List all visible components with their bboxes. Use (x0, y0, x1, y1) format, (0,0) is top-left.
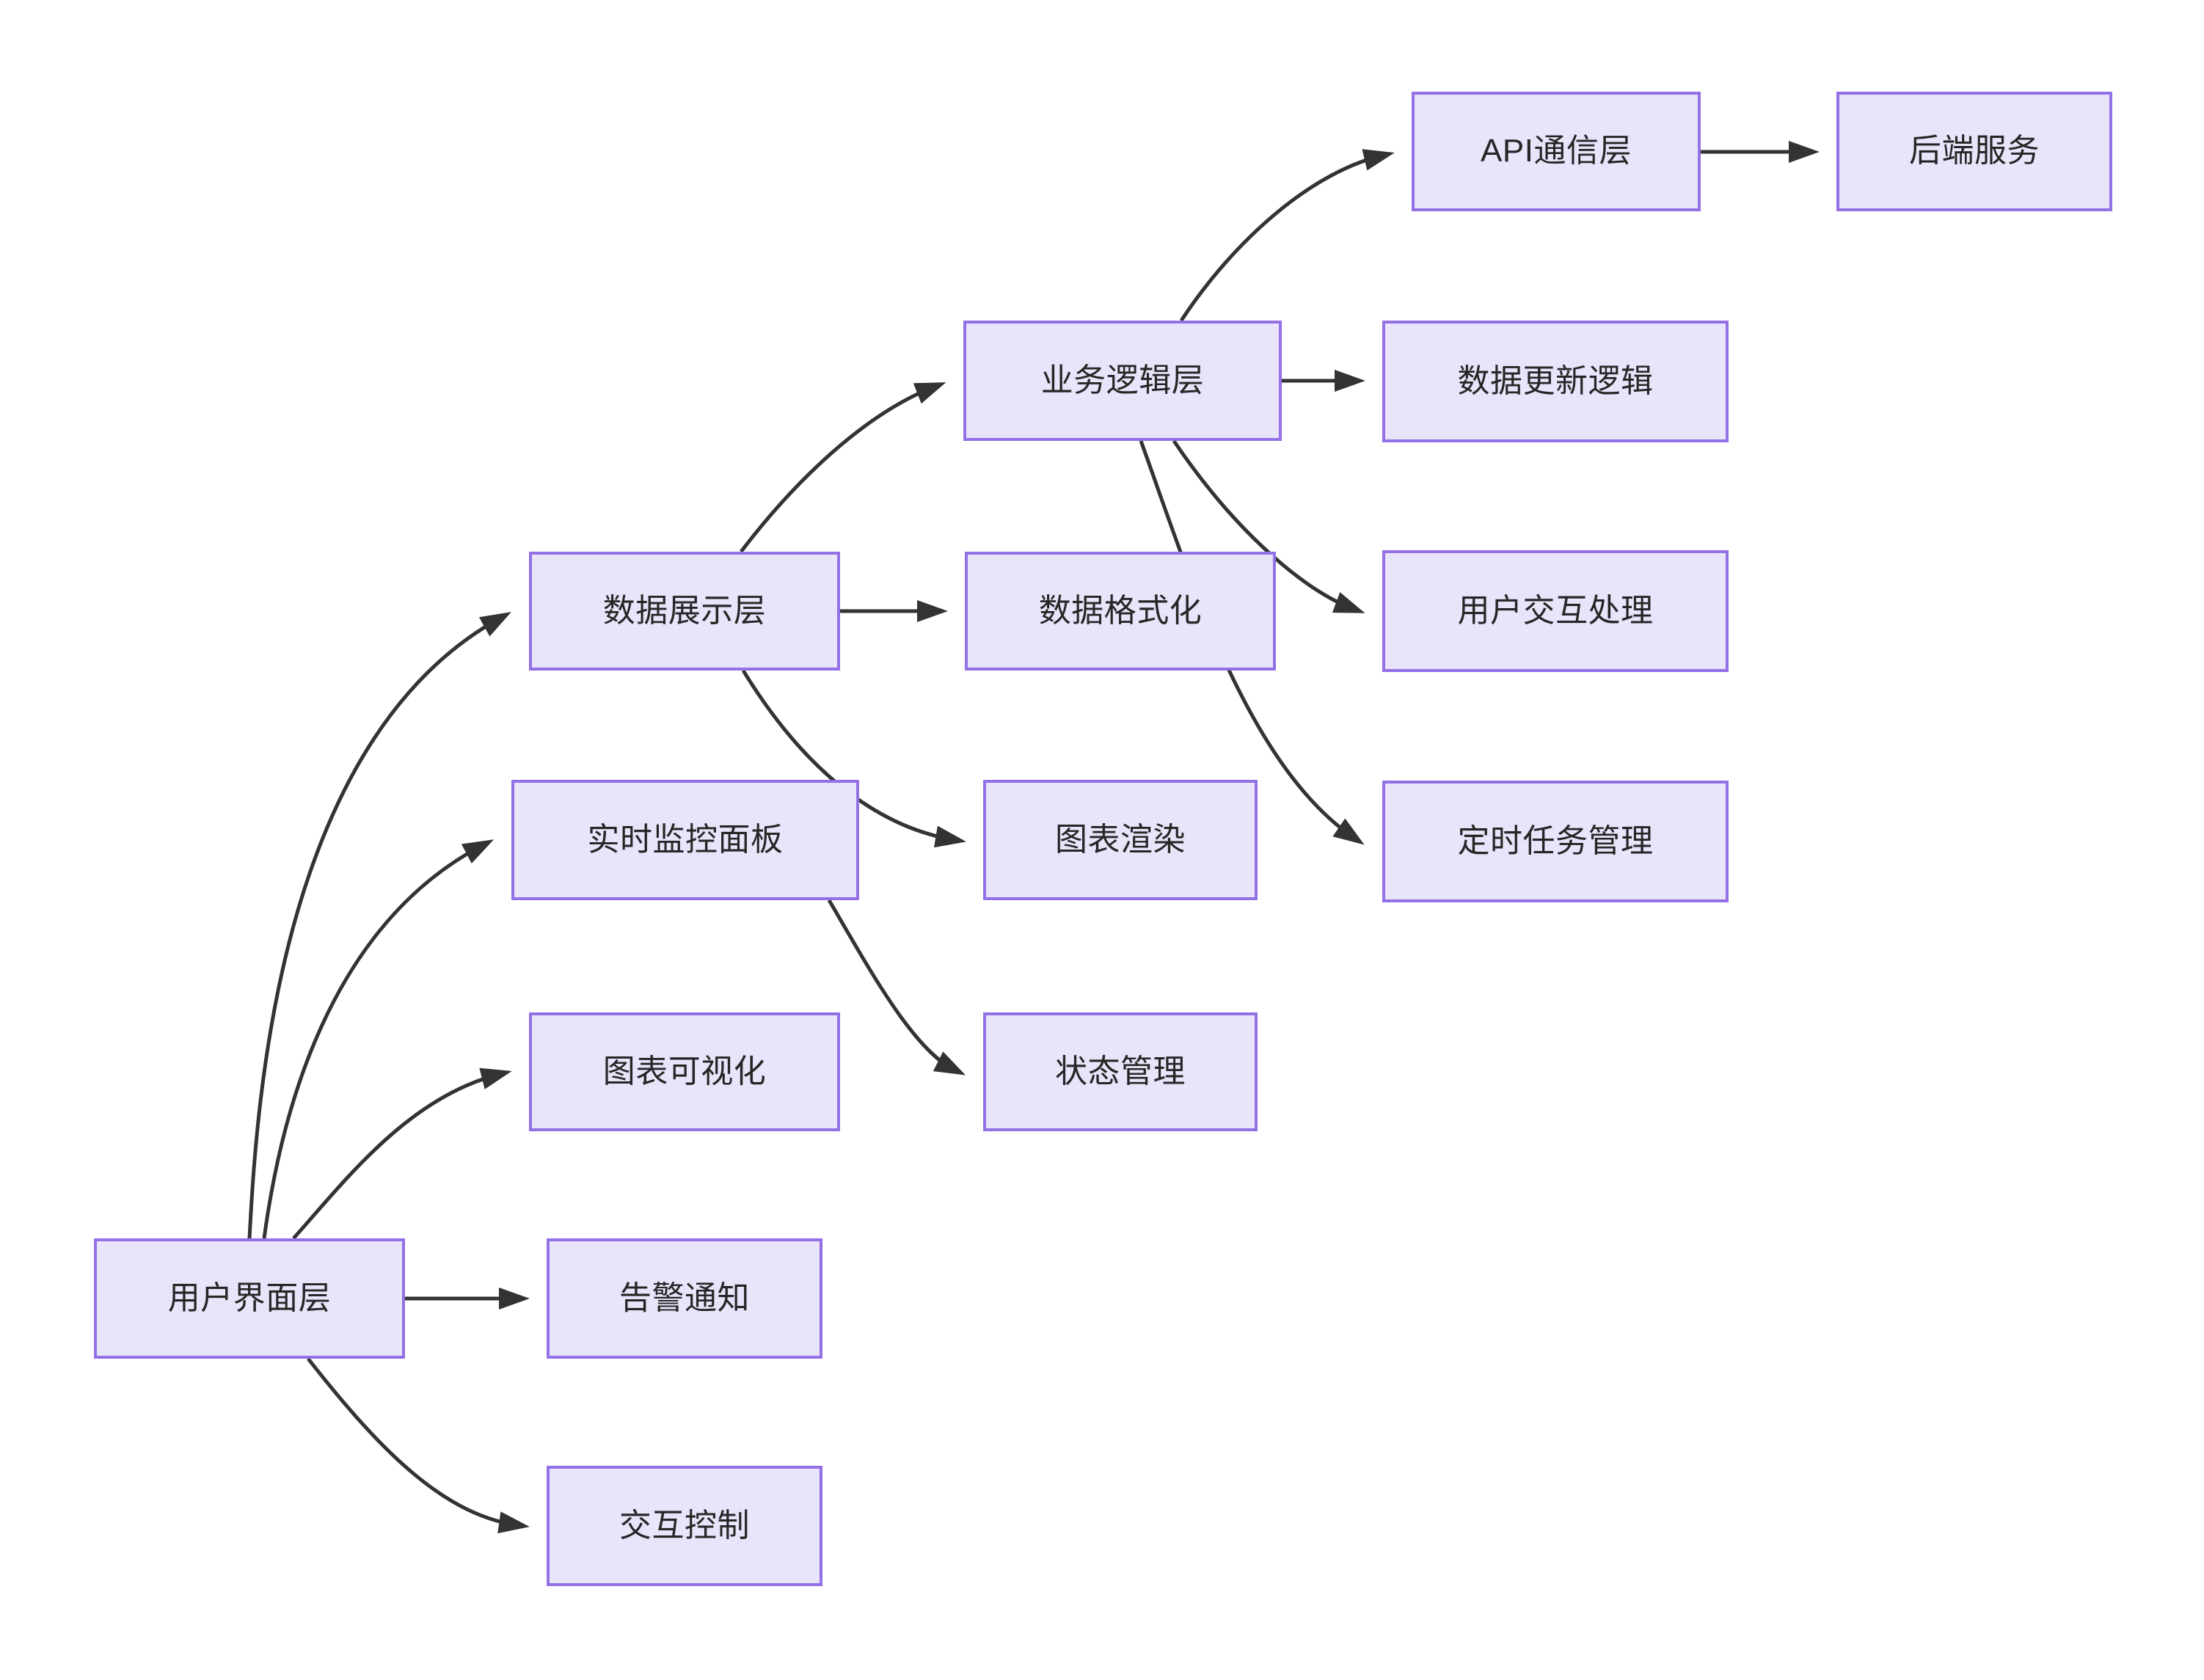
arrow-head-icon (917, 600, 948, 622)
edge-api-to-backend (1701, 141, 1820, 163)
edge-line (740, 382, 941, 553)
node-interact[interactable]: 交互控制 (547, 1466, 822, 1586)
arrow-head-icon (478, 612, 512, 637)
node-label: 图表可视化 (602, 1053, 767, 1089)
edge-biz-to-update (1282, 370, 1365, 392)
edge-monitor-to-state (827, 899, 966, 1075)
node-label: 状态管理 (1055, 1053, 1186, 1089)
node-monitor[interactable]: 实时监控面板 (511, 780, 859, 900)
node-data[interactable]: 数据展示层 (529, 552, 840, 671)
node-state[interactable]: 状态管理 (983, 1012, 1258, 1131)
arrow-head-icon (1789, 141, 1820, 163)
node-label: 图表渲染 (1055, 821, 1186, 858)
arrow-head-icon (497, 1511, 530, 1534)
arrow-head-icon (1335, 370, 1365, 392)
arrow-head-icon (1362, 149, 1395, 171)
node-label: 数据展示层 (602, 592, 767, 629)
arrow-head-icon (479, 1067, 512, 1089)
node-label: 告警通知 (619, 1279, 750, 1316)
node-render[interactable]: 图表渲染 (983, 780, 1258, 900)
arrow-head-icon (913, 382, 946, 404)
edge-ui-to-chartviz (292, 1067, 512, 1240)
node-label: 数据更新逻辑 (1457, 362, 1654, 399)
node-chartviz[interactable]: 图表可视化 (529, 1012, 840, 1131)
arrow-head-icon (1332, 818, 1365, 845)
node-label: 定时任务管理 (1457, 822, 1654, 859)
node-label: 业务逻辑层 (1040, 362, 1205, 398)
node-label: 交互控制 (619, 1507, 750, 1544)
node-alert[interactable]: 告警通知 (547, 1238, 822, 1359)
edge-data-to-format (840, 600, 948, 622)
node-label: 后端服务 (1909, 133, 2040, 169)
edge-line (292, 1070, 507, 1240)
node-label: API通信层 (1481, 133, 1632, 169)
node-api[interactable]: API通信层 (1412, 92, 1701, 211)
edge-ui-to-monitor (262, 839, 495, 1239)
node-update[interactable]: 数据更新逻辑 (1382, 321, 1729, 442)
arrow-head-icon (461, 839, 495, 864)
node-label: 用户界面层 (167, 1279, 332, 1316)
edge-line (262, 840, 490, 1239)
edge-line (827, 899, 961, 1075)
edge-data-to-biz (740, 382, 946, 553)
node-label: 数据格式化 (1038, 592, 1203, 629)
node-format[interactable]: 数据格式化 (965, 552, 1276, 671)
edge-ui-to-alert (405, 1288, 530, 1310)
edge-line (307, 1357, 525, 1528)
node-label: 用户交互处理 (1457, 592, 1654, 629)
edge-ui-to-interact (307, 1357, 530, 1534)
edge-line (1179, 152, 1390, 322)
arrow-head-icon (933, 1051, 966, 1075)
node-uxproc[interactable]: 用户交互处理 (1382, 550, 1729, 672)
node-label: 实时监控面板 (587, 821, 784, 858)
node-biz[interactable]: 业务逻辑层 (963, 321, 1282, 441)
edge-ui-to-data (247, 612, 512, 1239)
node-backend[interactable]: 后端服务 (1836, 92, 2112, 211)
edge-biz-to-api (1179, 149, 1395, 322)
node-sched[interactable]: 定时任务管理 (1382, 781, 1729, 902)
node-ui[interactable]: 用户界面层 (94, 1238, 405, 1359)
edge-line (247, 613, 508, 1239)
arrow-head-icon (1332, 592, 1365, 613)
arrow-head-icon (499, 1288, 530, 1310)
arrow-head-icon (933, 825, 966, 848)
